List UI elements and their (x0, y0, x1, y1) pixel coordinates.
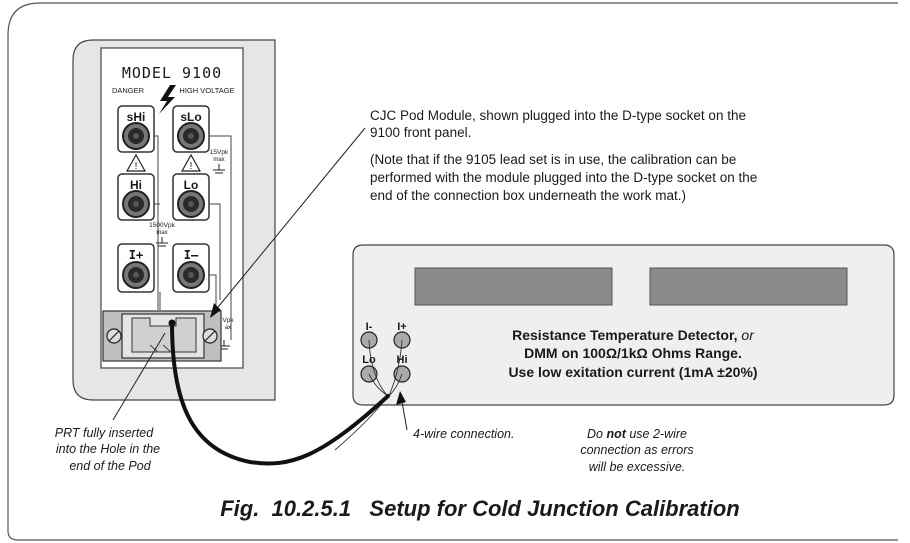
svg-text:Lo: Lo (184, 178, 199, 192)
figure-border (7, 2, 898, 541)
rtd-line-2: DMM on 100Ω/1kΩ Ohms Range. (524, 345, 742, 361)
callout-note-3: end of the connection box underneath the… (370, 188, 686, 203)
warning-icon: ! (190, 161, 193, 172)
callout-note-2: performed with the module plugged into t… (370, 170, 757, 185)
instrument-9100: MODEL 9100 DANGER HIGH VOLTAGE sHi sLo !… (72, 39, 276, 401)
svg-text:Hi: Hi (130, 178, 142, 192)
rtd-terminal-label-iminus: I- (366, 321, 373, 333)
rtd-terminal-label-lo: Lo (362, 354, 376, 366)
svg-text:I–: I– (184, 248, 199, 262)
display-right (649, 267, 848, 306)
warning-icon (125, 153, 147, 172)
warning-line-3: will be excessive. (589, 460, 686, 474)
warning-icon: ! (135, 161, 138, 172)
rtd-instrument: I- I+ Lo Hi Resistance Temperature Detec… (352, 244, 895, 406)
terminal-slo: sLo (172, 105, 210, 153)
prt-label-1: PRT fully inserted (55, 426, 154, 440)
rating-pod: Vpk (222, 317, 234, 324)
callout-note-1: (Note that if the 9105 lead set is in us… (370, 152, 736, 167)
prt-label-3: end of the Pod (69, 459, 151, 473)
cjc-pod-module (102, 310, 222, 362)
figure-caption: Fig. 10.2.5.1 Setup for Cold Junction Ca… (220, 496, 740, 521)
svg-text:sLo: sLo (180, 110, 201, 124)
terminal-shi: sHi (117, 105, 155, 153)
rtd-terminal-label-hi: Hi (397, 354, 408, 366)
rtd-line-1: Resistance Temperature Detector, or (512, 327, 755, 343)
warning-line-2: connection as errors (580, 443, 693, 457)
warning-line-1: Do not use 2-wire (587, 427, 687, 441)
internal-wiring (154, 135, 232, 340)
ground-icon (213, 164, 225, 174)
callout-pointer (213, 127, 366, 313)
callout-line-2: 9100 front panel. (370, 125, 471, 140)
terminal-hi: Hi (117, 173, 155, 221)
arrow-head (210, 303, 221, 318)
svg-text:sHi: sHi (127, 110, 146, 124)
display-left (414, 267, 613, 306)
prt-label-2: into the Hole in the (56, 442, 160, 456)
callout-line-1: CJC Pod Module, shown plugged into the D… (370, 108, 746, 123)
terminal-iminus: I– (172, 243, 210, 293)
terminal-lo: Lo (172, 173, 210, 221)
warning-icon (180, 153, 202, 172)
danger-label: DANGER (112, 86, 145, 95)
rating-1500-max: max (156, 230, 167, 236)
rating-15-max: max (213, 157, 224, 163)
lightning-icon (159, 85, 176, 114)
arrow-head (396, 391, 406, 405)
rtd-terminal-label-iplus: I+ (397, 321, 406, 333)
rating-pod-max: ax (225, 325, 231, 331)
terminal-iplus: I+ (117, 243, 155, 293)
svg-text:I+: I+ (129, 248, 143, 262)
high-voltage-label: HIGH VOLTAGE (179, 86, 234, 95)
four-wire-label: 4-wire connection. (413, 427, 514, 441)
prt-pointer (112, 332, 166, 421)
rtd-line-3: Use low exitation current (1mA ±20%) (508, 364, 757, 380)
callout: CJC Pod Module, shown plugged into the D… (210, 108, 757, 318)
rating-1500: 1500Vpk (149, 222, 175, 229)
model-label: MODEL 9100 (122, 64, 222, 82)
rating-15: 15Vpk (210, 149, 229, 156)
prt-cable (170, 321, 390, 466)
